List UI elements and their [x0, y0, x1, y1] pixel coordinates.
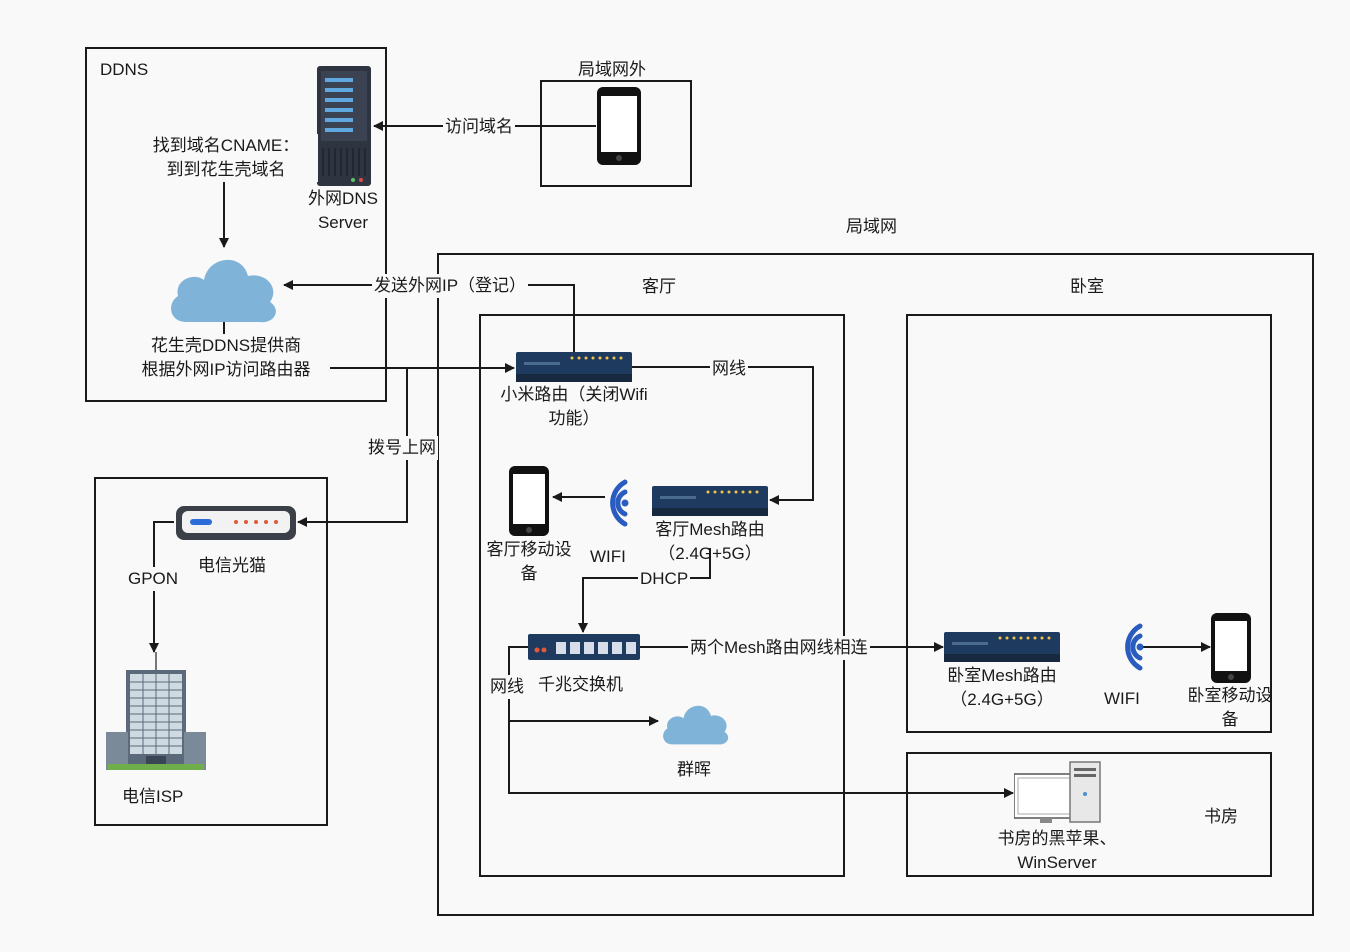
- living-room-group-box: [479, 314, 845, 877]
- ddns-provider-label-line: 花生壳DDNS提供商: [150, 336, 302, 355]
- xiaomi-router-label: 小米路由（关闭Wifi 功能）: [484, 383, 664, 431]
- bedroom-group-box: [906, 314, 1272, 733]
- study-group-label: 书房: [1204, 807, 1238, 826]
- nas-label: 群晖: [677, 760, 711, 779]
- cname-lookup-label-line: 到到花生壳域名: [166, 160, 286, 179]
- bedroom-mesh-label-line: （2.4G+5G）: [950, 690, 1054, 709]
- switch-icon: [528, 634, 640, 660]
- study-pc-label-line: 书房的黑苹果、: [997, 829, 1117, 848]
- outside-lan-group-box: [540, 80, 692, 187]
- mesh-router-icon: [652, 486, 768, 516]
- edge-label-send-wan-ip: 发送外网IP（登记）: [372, 274, 529, 298]
- bedroom-mobile-label: 卧室移动设 备: [1180, 684, 1280, 732]
- bedroom-group-label: 卧室: [1070, 277, 1104, 296]
- edge-label-mesh-cable: 两个Mesh路由网线相连: [688, 636, 870, 660]
- study-pc-label-line: WinServer: [1017, 853, 1097, 872]
- switch-label: 千兆交换机: [538, 675, 623, 694]
- phone-icon: [1211, 613, 1251, 683]
- dns-server-label-line: 外网DNS: [308, 189, 378, 208]
- server-icon: [317, 66, 371, 186]
- lan-group-box: [437, 253, 1314, 916]
- cname-lookup-label: 找到域名CNAME： 到到花生壳域名: [134, 134, 318, 182]
- xiaomi-router-label-line: 功能）: [548, 409, 600, 428]
- dns-server-label-line: Server: [317, 213, 369, 232]
- cloud-icon: [171, 259, 276, 323]
- modem-icon: [176, 506, 296, 540]
- edge-label-visit-domain: 访问域名: [443, 115, 515, 139]
- wifi-icon: [610, 479, 629, 527]
- wifi-icon: [1125, 623, 1144, 671]
- building-icon: [106, 652, 206, 770]
- xiaomi-router-label-line: 小米路由（关闭Wifi: [500, 385, 648, 404]
- bedroom-mesh-label-line: 卧室Mesh路由: [947, 666, 1057, 685]
- edge-label-dhcp: DHCP: [638, 567, 691, 591]
- bedroom-mobile-label-line: 备: [1221, 710, 1239, 729]
- edge-label-gpon: GPON: [126, 567, 181, 591]
- ddns-provider-label: 花生壳DDNS提供商 根据外网IP访问路由器: [122, 334, 330, 382]
- isp-group-box: [94, 477, 328, 826]
- ddns-provider-label-line: 根据外网IP访问路由器: [141, 360, 311, 379]
- edge-label-dial-up: 拨号上网: [366, 436, 438, 460]
- edge-gpon: [149, 521, 174, 653]
- phone-icon: [509, 466, 549, 536]
- living-mobile-label: 客厅移动设 备: [480, 538, 578, 586]
- bedroom-mesh-label: 卧室Mesh路由 （2.4G+5G）: [932, 664, 1072, 712]
- optical-modem-label: 电信光猫: [198, 556, 266, 575]
- wifi-bedroom-label: WIFI: [1104, 689, 1140, 708]
- living-mesh-label: 客厅Mesh路由 （2.4G+5G）: [640, 518, 780, 566]
- lan-group-label: 局域网: [846, 217, 897, 236]
- isp-label: 电信ISP: [122, 787, 184, 806]
- outside-lan-group-label: 局域网外: [578, 60, 646, 79]
- wifi-living-label: WIFI: [590, 547, 626, 566]
- living-room-group-label: 客厅: [642, 277, 676, 296]
- living-mobile-label-line: 客厅移动设: [486, 540, 572, 559]
- living-mesh-label-line: （2.4G+5G）: [658, 544, 762, 563]
- phone-icon: [597, 87, 641, 165]
- edge-label-cable-2: 网线: [488, 675, 526, 699]
- router-icon: [516, 352, 632, 382]
- study-group-box: [906, 752, 1272, 877]
- desktop-computer-icon: [1014, 761, 1101, 823]
- cloud-icon: [663, 705, 729, 745]
- living-mobile-label-line: 备: [520, 564, 538, 583]
- edge-label-cable-1: 网线: [710, 357, 748, 381]
- mesh-router-icon: [944, 632, 1060, 662]
- study-pc-label: 书房的黑苹果、 WinServer: [984, 827, 1130, 875]
- edge-dial-up: [297, 368, 408, 527]
- cname-lookup-label-line: 找到域名CNAME：: [152, 136, 300, 155]
- ddns-group-label: DDNS: [100, 60, 149, 79]
- bedroom-mobile-label-line: 卧室移动设: [1187, 686, 1273, 705]
- dns-server-label: 外网DNS Server: [296, 187, 390, 235]
- living-mesh-label-line: 客厅Mesh路由: [655, 520, 765, 539]
- ddns-group-box: [85, 47, 387, 402]
